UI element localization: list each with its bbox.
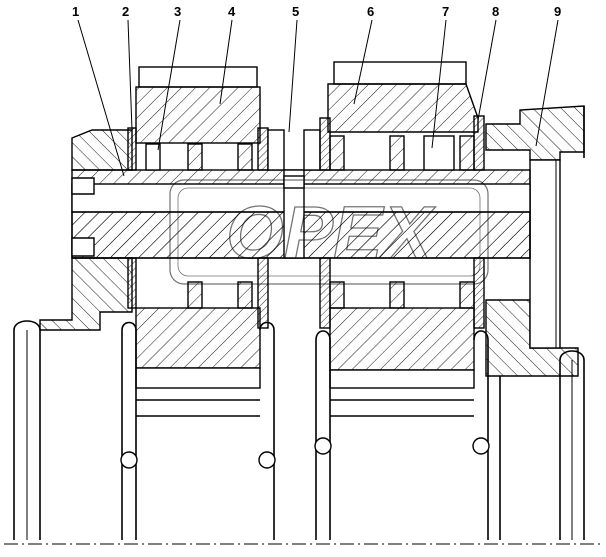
gear-6-upper: [327, 61, 479, 133]
hub-left: [39, 129, 133, 331]
callout-3: 3: [174, 4, 181, 19]
watermark-text: OPEX: [226, 191, 436, 274]
callout-9: 9: [554, 4, 561, 19]
callout-7: 7: [442, 4, 449, 19]
callout-2: 2: [122, 4, 129, 19]
callout-8: 8: [492, 4, 499, 19]
callout-5: 5: [292, 4, 299, 19]
bearings-upper: [127, 115, 485, 171]
leader-lines: [77, 19, 559, 177]
shaft-1: [71, 169, 531, 259]
callout-labels: 1 2 3 4 5 6 7 8 9: [72, 4, 561, 19]
callout-6: 6: [367, 4, 374, 19]
gear-4-lower: [120, 307, 276, 540]
bearings-lower: [127, 257, 485, 329]
gear-4-upper: [135, 66, 261, 144]
watermark: OPEX: [169, 179, 489, 285]
callout-4: 4: [228, 4, 236, 19]
outer-ring-right: [499, 350, 585, 540]
gear-6-lower: [314, 307, 490, 540]
callout-1: 1: [72, 4, 79, 19]
outer-ring-left: [13, 320, 41, 540]
housing-9: [485, 105, 585, 377]
